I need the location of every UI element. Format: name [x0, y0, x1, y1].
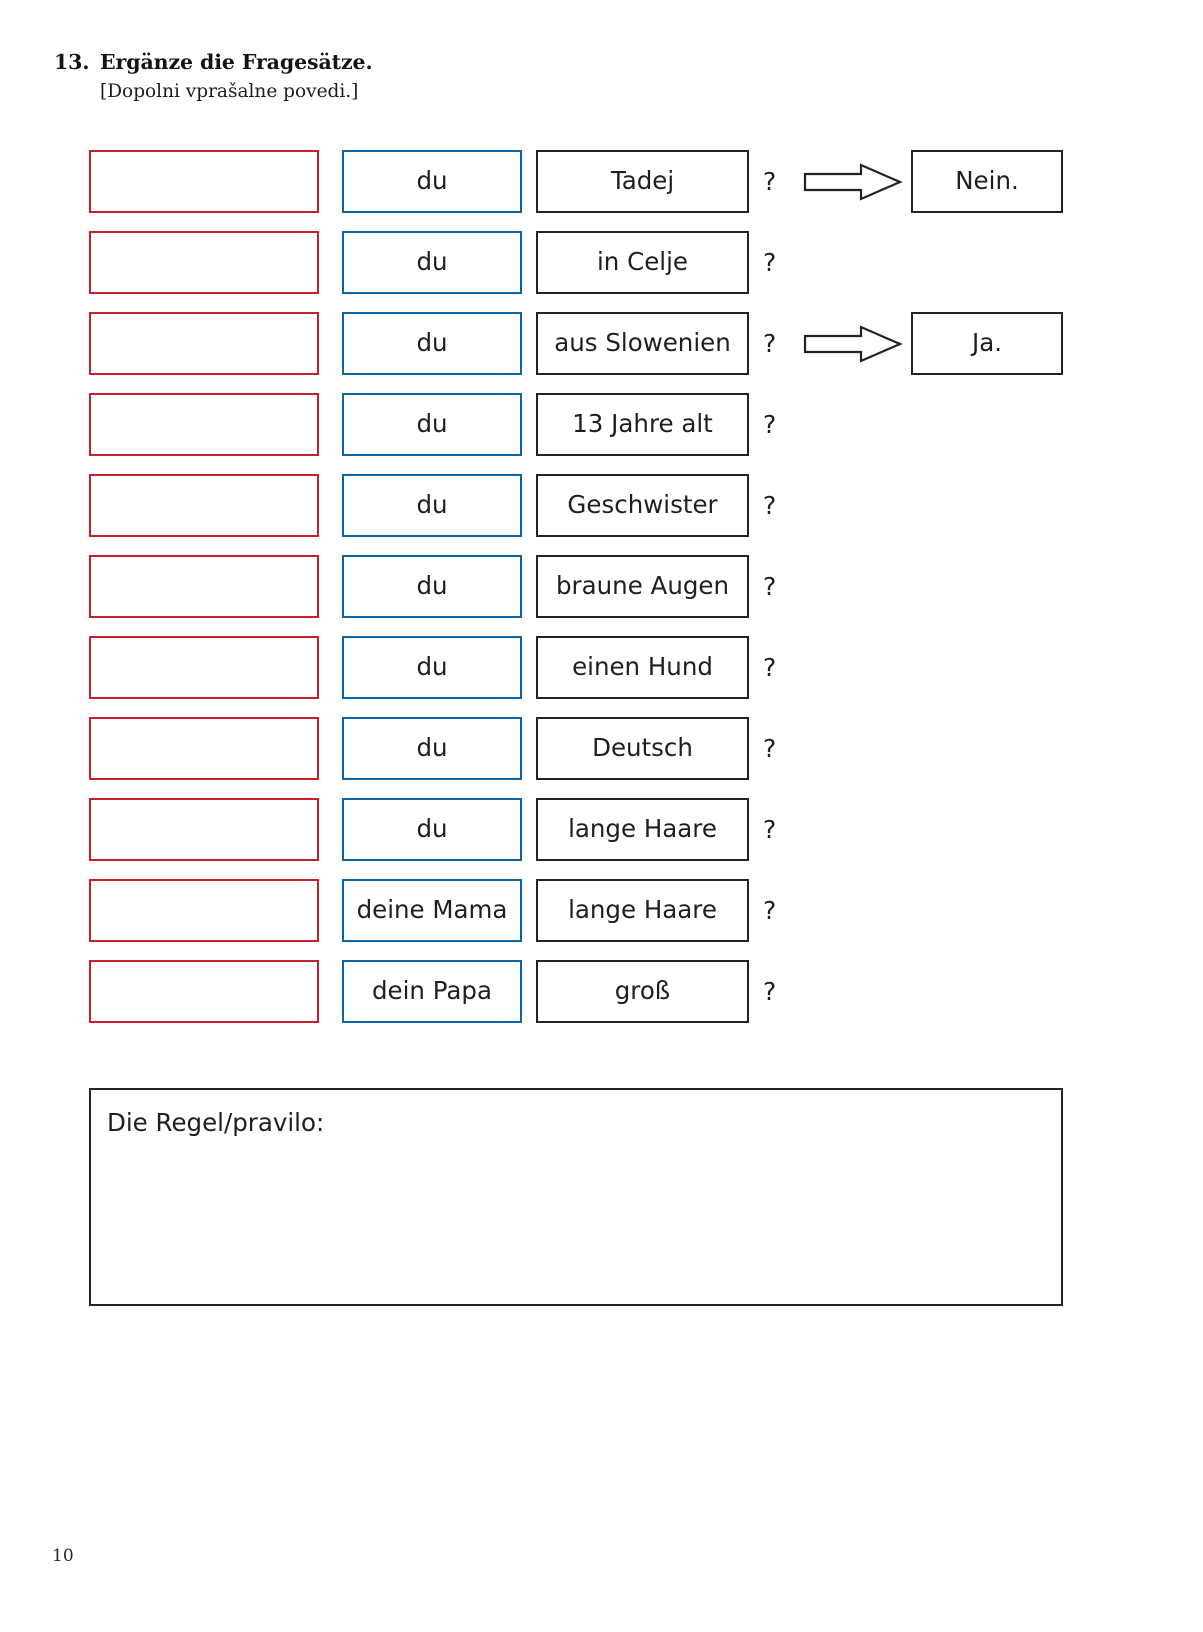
subject-box: du — [342, 636, 522, 699]
question-mark: ? — [763, 167, 777, 196]
complement-box: lange Haare — [536, 798, 749, 861]
complement-box: Deutsch — [536, 717, 749, 780]
blank-answer-field[interactable] — [89, 960, 319, 1023]
right-arrow-icon — [803, 162, 903, 202]
blank-answer-field[interactable] — [89, 393, 319, 456]
page-number: 10 — [52, 1546, 74, 1566]
subject-box: du — [342, 393, 522, 456]
exercise-header: 13. Ergänze die Fragesätze. [Dopolni vpr… — [54, 50, 754, 102]
complement-box: groß — [536, 960, 749, 1023]
exercise-number: 13. — [54, 50, 90, 74]
subject-box: deine Mama — [342, 879, 522, 942]
blank-answer-field[interactable] — [89, 474, 319, 537]
subject-box: du — [342, 312, 522, 375]
exercise-title-line: 13. Ergänze die Fragesätze. — [54, 50, 754, 74]
complement-box: lange Haare — [536, 879, 749, 942]
page-title: Ergänze die Fragesätze. — [100, 50, 373, 74]
subject-box: dein Papa — [342, 960, 522, 1023]
rule-answer-box[interactable]: Die Regel/pravilo: — [89, 1088, 1063, 1306]
blank-answer-field[interactable] — [89, 798, 319, 861]
blank-answer-field[interactable] — [89, 717, 319, 780]
answer-box: Ja. — [911, 312, 1063, 375]
complement-box: einen Hund — [536, 636, 749, 699]
answer-box: Nein. — [911, 150, 1063, 213]
exercise-subtitle-translation: [Dopolni vprašalne povedi.] — [100, 81, 359, 102]
complement-box: in Celje — [536, 231, 749, 294]
question-mark: ? — [763, 329, 777, 358]
subject-box: du — [342, 717, 522, 780]
blank-answer-field[interactable] — [89, 636, 319, 699]
question-mark: ? — [763, 896, 777, 925]
complement-box: aus Slowenien — [536, 312, 749, 375]
question-mark: ? — [763, 653, 777, 682]
subject-box: du — [342, 798, 522, 861]
blank-answer-field[interactable] — [89, 150, 319, 213]
question-mark: ? — [763, 491, 777, 520]
blank-answer-field[interactable] — [89, 312, 319, 375]
question-mark: ? — [763, 572, 777, 601]
question-mark: ? — [763, 734, 777, 763]
subject-box: du — [342, 474, 522, 537]
blank-answer-field[interactable] — [89, 231, 319, 294]
question-mark: ? — [763, 977, 777, 1006]
complement-box: Geschwister — [536, 474, 749, 537]
rule-box-label: Die Regel/pravilo: — [107, 1108, 325, 1137]
right-arrow-icon — [803, 324, 903, 364]
subject-box: du — [342, 231, 522, 294]
blank-answer-field[interactable] — [89, 879, 319, 942]
subject-box: du — [342, 555, 522, 618]
blank-answer-field[interactable] — [89, 555, 319, 618]
complement-box: Tadej — [536, 150, 749, 213]
question-mark: ? — [763, 815, 777, 844]
question-mark: ? — [763, 410, 777, 439]
subject-box: du — [342, 150, 522, 213]
complement-box: 13 Jahre alt — [536, 393, 749, 456]
question-mark: ? — [763, 248, 777, 277]
complement-box: braune Augen — [536, 555, 749, 618]
